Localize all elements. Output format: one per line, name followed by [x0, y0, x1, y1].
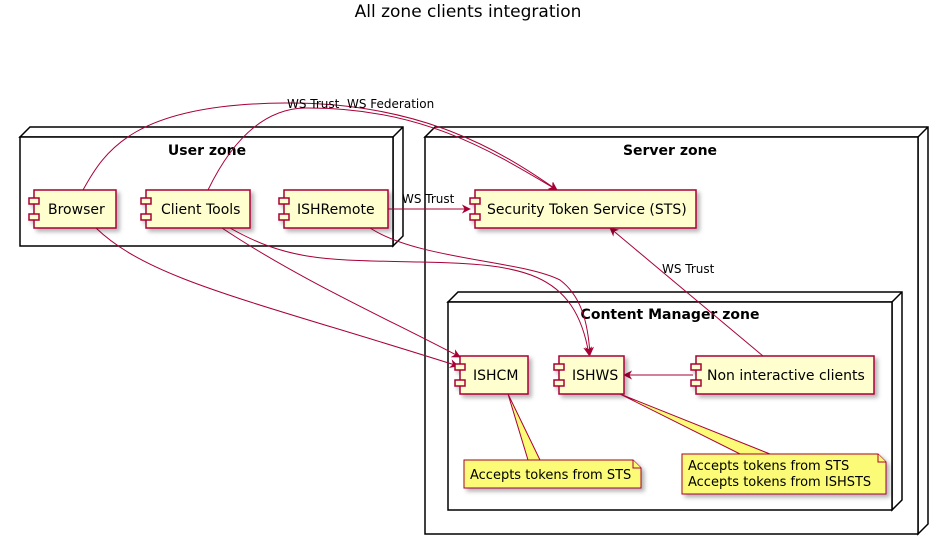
component-browser-label: Browser	[48, 202, 105, 218]
edge-ishremote-ishws	[369, 227, 595, 356]
label-ws-trust-non-interactive: WS Trust	[662, 262, 715, 276]
content-manager-zone-label: Content Manager zone	[581, 307, 760, 323]
edge-browser-sts	[82, 102, 558, 191]
edge-non-interactive-sts	[609, 227, 764, 357]
component-ishcm	[454, 355, 529, 395]
edge-client-tools-ishcm	[221, 227, 461, 358]
label-ws-trust-ishremote: WS Trust	[402, 192, 455, 206]
component-ishremote-label: ISHRemote	[297, 202, 375, 218]
component-ishws	[553, 355, 625, 395]
component-ishws-label: ISHWS	[572, 368, 618, 384]
note-ishcm-line-1: Accepts tokens from STS	[470, 468, 631, 483]
diagram-title: All zone clients integration	[355, 2, 582, 22]
component-client-tools-label: Client Tools	[161, 202, 240, 218]
component-ishremote	[278, 189, 389, 229]
component-browser	[28, 189, 117, 229]
note-ishcm	[463, 459, 642, 489]
edges: WS Trust WS Federation WS Trust WS Trust	[82, 97, 764, 380]
edge-client-tools-sts	[207, 107, 558, 191]
edge-client-tools-ishws	[229, 227, 593, 356]
server-zone-label: Server zone	[623, 143, 717, 159]
edge-browser-ishcm	[95, 227, 459, 368]
label-ws-federation: WS Federation	[347, 97, 434, 111]
component-non-interactive	[690, 355, 875, 395]
user-zone-label: User zone	[168, 143, 246, 159]
label-ws-trust-top: WS Trust	[287, 97, 340, 111]
component-ishcm-label: ISHCM	[473, 368, 518, 384]
component-sts-label: Security Token Service (STS)	[487, 202, 687, 218]
note-ishws	[681, 453, 887, 495]
component-sts	[469, 189, 697, 229]
note-ishws-line-1: Accepts tokens from STS	[688, 459, 849, 474]
note-ishws-line-2: Accepts tokens from ISHSTS	[688, 475, 871, 490]
component-client-tools	[140, 189, 251, 229]
component-non-interactive-label: Non interactive clients	[707, 368, 865, 384]
